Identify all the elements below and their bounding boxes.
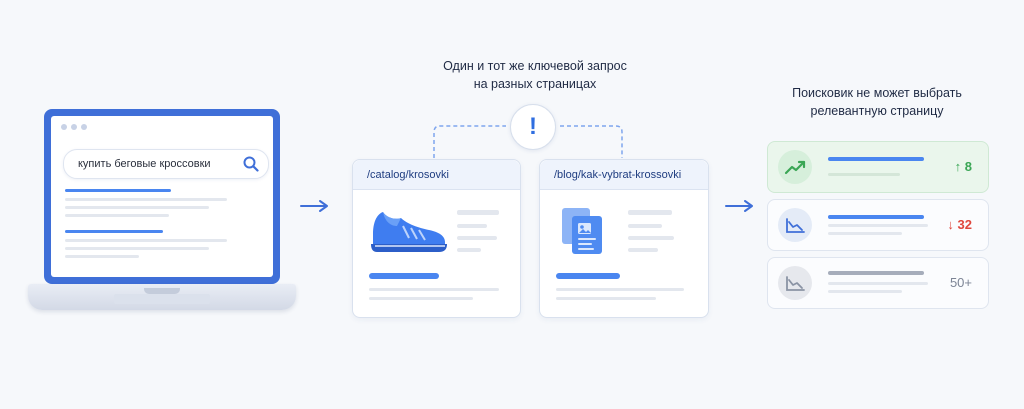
text-line [628, 236, 674, 240]
middle-title: Один и тот же ключевой запрос на разных … [400, 57, 670, 93]
trend-up-icon [778, 150, 812, 184]
result-snippet [65, 247, 209, 250]
window-dot [81, 124, 87, 130]
search-input[interactable]: купить беговые кроссовки [63, 149, 269, 179]
rank-number: 32 [957, 217, 972, 232]
text-line [556, 288, 684, 291]
page-card-blog[interactable]: /blog/kak-vybrat-krossovki [539, 159, 709, 318]
title-bar [828, 271, 924, 275]
search-query: купить беговые кроссовки [78, 158, 211, 170]
text-line [828, 282, 928, 285]
warning-icon: ! [510, 104, 556, 150]
title-bar [828, 157, 924, 161]
text-line [828, 290, 902, 293]
position-value: ↑ 8 [955, 159, 972, 174]
page-url: /blog/kak-vybrat-krossovki [554, 169, 682, 181]
position-value: 50+ [950, 275, 972, 290]
search-icon[interactable] [242, 155, 260, 173]
dashed-connector [433, 125, 623, 158]
text-line [369, 288, 499, 291]
text-line [556, 297, 656, 300]
ranking-row: ↓ 32 [767, 199, 989, 251]
right-title-line1: Поисковик не может выбрать [792, 86, 962, 100]
window-dot [61, 124, 67, 130]
arrow-right-icon [725, 200, 753, 212]
text-line [828, 232, 902, 235]
article-icon [562, 208, 602, 254]
window-dot [71, 124, 77, 130]
ranking-row: 50+ [767, 257, 989, 309]
right-title-line2: релевантную страницу [810, 104, 944, 118]
result-link[interactable] [65, 189, 171, 192]
right-title: Поисковик не может выбрать релевантную с… [752, 84, 1002, 120]
middle-title-line1: Один и тот же ключевой запрос [443, 59, 627, 73]
text-line [457, 236, 497, 240]
text-line [628, 248, 658, 252]
position-value: ↓ 32 [947, 217, 972, 232]
text-line [457, 224, 487, 228]
card-header: /blog/kak-vybrat-krossovki [540, 160, 708, 190]
laptop-trackpad [114, 294, 210, 304]
arrow-down-icon: ↓ [947, 217, 954, 232]
browser-window: купить беговые кроссовки [51, 116, 273, 277]
rank-number: 8 [964, 159, 972, 174]
laptop-base [28, 284, 296, 310]
result-snippet [65, 239, 227, 242]
text-line [628, 224, 662, 228]
laptop-screen: купить беговые кроссовки [44, 109, 280, 284]
trend-down-icon [778, 208, 812, 242]
ranking-row: ↑ 8 [767, 141, 989, 193]
title-bar [828, 215, 924, 219]
result-snippet [65, 198, 227, 201]
text-line [457, 248, 481, 252]
page-card-catalog[interactable]: /catalog/krosovki [352, 159, 521, 318]
laptop-notch [144, 288, 180, 294]
trend-flat-icon [778, 266, 812, 300]
result-snippet [65, 214, 169, 217]
result-link[interactable] [65, 230, 163, 233]
middle-title-line2: на разных страницах [473, 77, 597, 91]
card-header: /catalog/krosovki [353, 160, 520, 190]
text-line [369, 297, 473, 300]
arrow-right-icon [300, 200, 328, 212]
result-snippet [65, 255, 139, 258]
rank-number: 50+ [949, 275, 972, 290]
text-line [628, 210, 672, 215]
text-line [828, 224, 928, 227]
result-snippet [65, 206, 209, 209]
text-line [828, 173, 900, 176]
read-more-link[interactable] [556, 273, 620, 279]
buy-button[interactable] [369, 273, 439, 279]
sneaker-icon [371, 212, 447, 252]
text-line [457, 210, 499, 215]
page-url: /catalog/krosovki [367, 169, 449, 181]
arrow-up-icon: ↑ [954, 159, 962, 174]
